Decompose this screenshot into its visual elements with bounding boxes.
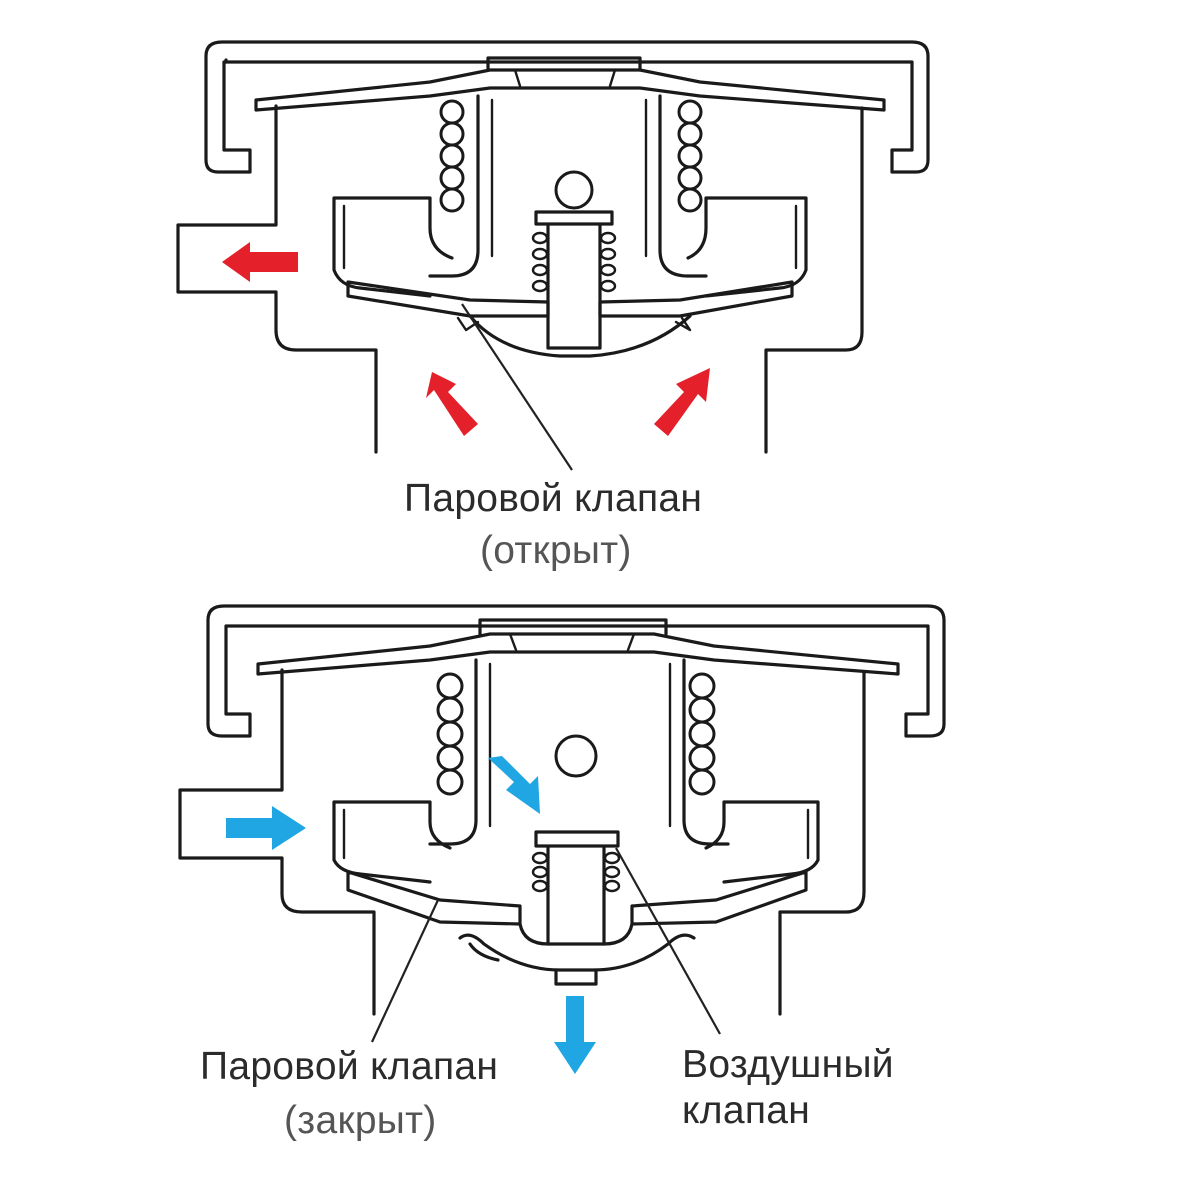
bottom-valve-stem [534, 830, 620, 946]
bottom-cap-diagram [178, 604, 946, 1074]
inflow-arrow-left-icon [426, 372, 478, 436]
bottom-spring-clip [458, 933, 696, 972]
bottom-steam-valve-state: (закрыт) [284, 1099, 437, 1142]
bottom-spring-plate [256, 632, 900, 676]
top-spring-left [439, 99, 465, 213]
top-red-arrows [222, 242, 710, 436]
top-leader-line [461, 303, 573, 471]
air-valve-label: Воздушный [682, 1043, 894, 1086]
top-filler-neck [176, 104, 864, 454]
top-spring-right [677, 99, 703, 213]
bottom-steam-valve-label: Паровой клапан [200, 1045, 499, 1088]
bottom-air-leader-line [615, 847, 721, 1035]
bottom-filler-neck [178, 668, 866, 1016]
bottom-valve-pan [332, 800, 820, 884]
bottom-ball [554, 734, 598, 778]
downflow-arrow-icon [554, 996, 596, 1074]
top-steam-valve-state: (открыт) [480, 529, 632, 572]
top-cap-shell [204, 40, 930, 174]
air-inflow-arrow-icon [488, 756, 540, 814]
bottom-spring-left [436, 672, 464, 796]
top-center-cup [428, 94, 708, 278]
inlet-arrow-icon [226, 806, 306, 850]
bottom-steam-leader-line [371, 899, 439, 1043]
top-cap-diagram [176, 40, 930, 471]
top-spring-plate [254, 68, 886, 112]
bottom-center-cup [428, 658, 730, 846]
top-valve-stem [534, 210, 614, 350]
air-valve-label-2: клапан [682, 1089, 811, 1132]
top-steam-valve-label: Паровой клапан [404, 477, 703, 520]
outlet-arrow-icon [222, 242, 298, 282]
bottom-spring-right [688, 672, 716, 796]
top-ball [554, 170, 594, 210]
inflow-arrow-right-icon [654, 368, 710, 436]
bottom-cap-shell [206, 604, 946, 738]
bottom-blue-arrows [226, 756, 596, 1074]
top-valve-pan [332, 196, 808, 298]
top-vapor-valve-disc [346, 280, 794, 318]
